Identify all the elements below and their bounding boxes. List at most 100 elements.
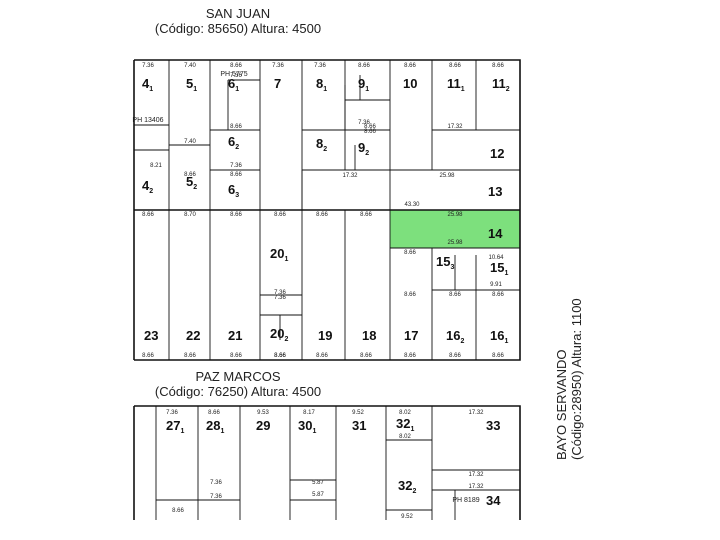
b1-parcel-8-2[interactable]: 82 <box>316 136 327 153</box>
street-code-bayo-servando: (Código:28950) Altura: 1100 <box>569 298 584 460</box>
b2-dimension-label: 7.36 <box>210 494 222 500</box>
b2-parcel-31[interactable]: 31 <box>352 418 366 433</box>
b1-parcel-18[interactable]: 18 <box>362 328 376 343</box>
b2-dimension-label: 7.36 <box>166 410 178 416</box>
b1-dimension-label: 25.98 <box>447 240 463 246</box>
b1-parcel-12[interactable]: 12 <box>490 146 504 161</box>
b2-parcel-32-1[interactable]: 321 <box>396 416 414 433</box>
b2-dimension-label: 5.87 <box>312 480 324 486</box>
b1-dimension-label: 8.66 <box>492 63 504 69</box>
b1-dimension-label: 8.66 <box>230 172 242 178</box>
b2-dimension-label: 5.87 <box>312 492 324 498</box>
b1-parcel-15-3[interactable]: 153 <box>436 254 454 271</box>
b1-dimension-label: 8.66 <box>364 124 376 130</box>
b1-dimension-label: 8.66 <box>274 353 286 359</box>
b1-parcel-15-1[interactable]: 151 <box>490 260 508 277</box>
b1-dimension-label: 8.21 <box>150 163 162 169</box>
b1-dimension-label: 17.32 <box>447 124 463 130</box>
b1-dimension-label: 7.40 <box>184 139 196 145</box>
b1-dimension-label: 8.66 <box>360 212 372 218</box>
b1-dimension-label: 8.66 <box>230 212 242 218</box>
b1-parcel-11-1[interactable]: 111 <box>447 76 465 93</box>
b1-dimension-label: 8.66 <box>230 124 242 130</box>
b2-parcel-30-1[interactable]: 301 <box>298 418 316 435</box>
b1-parcel-13[interactable]: 13 <box>488 184 502 199</box>
b1-parcel-20-1[interactable]: 201 <box>270 246 288 263</box>
b1-parcel-22[interactable]: 22 <box>186 328 200 343</box>
b1-dimension-label: 25.98 <box>439 173 455 179</box>
b1-dimension-label: 8.66 <box>230 63 242 69</box>
b1-parcel-19[interactable]: 19 <box>318 328 332 343</box>
b1-dimension-label: 8.66 <box>449 292 461 298</box>
b2-dimension-label: 8.02 <box>399 434 411 440</box>
b1-parcel-9-1[interactable]: 91 <box>358 76 369 93</box>
b1-dimension-label: 8.66 <box>404 250 416 256</box>
b1-dimension-label: 7.36 <box>358 120 370 126</box>
b1-parcel-20-2[interactable]: 202 <box>270 326 288 343</box>
b2-parcel-28-1[interactable]: 281 <box>206 418 224 435</box>
b2-dimension-label: 8.02 <box>399 410 411 416</box>
b2-parcel-33[interactable]: 33 <box>486 418 500 433</box>
b1-parcel-16-2[interactable]: 162 <box>446 328 464 345</box>
b2-dimension-label: 7.36 <box>210 480 222 486</box>
b1-dimension-label: 8.66 <box>274 353 286 359</box>
b1-parcel-5-2[interactable]: 52 <box>186 174 197 191</box>
b1-dimension-label: 8.66 <box>230 353 242 359</box>
b1-parcel-23[interactable]: 23 <box>144 328 158 343</box>
b1-dimension-label: 8.66 <box>364 129 376 135</box>
street-name-bayo-servando: BAYO SERVANDO <box>554 349 569 460</box>
ph-label: PH 13406 <box>132 117 163 124</box>
b2-dimension-label: 17.32 <box>468 484 484 490</box>
b1-parcel-6-3[interactable]: 63 <box>228 182 239 199</box>
b2-parcel-29[interactable]: 29 <box>256 418 270 433</box>
b1-dimension-label: 8.66 <box>404 63 416 69</box>
b1-dimension-label: 7.36 <box>314 63 326 69</box>
b1-dimension-label: 8.66 <box>404 292 416 298</box>
b2-dimension-label: 9.52 <box>352 410 364 416</box>
b1-parcel-7[interactable]: 7 <box>274 76 281 91</box>
b1-parcel-6-1[interactable]: 61 <box>228 76 239 93</box>
b1-dimension-label: 43.30 <box>404 202 420 208</box>
b1-parcel-5-1[interactable]: 51 <box>186 76 197 93</box>
b1-parcel-4-2[interactable]: 42 <box>142 178 153 195</box>
b1-parcel-4-1[interactable]: 41 <box>142 76 153 93</box>
b2-dimension-label: 9.52 <box>401 514 413 520</box>
b1-dimension-label: 8.70 <box>184 212 196 218</box>
b1-dimension-label: 7.36 <box>230 163 242 169</box>
b1-parcel-14[interactable]: 14 <box>488 226 503 241</box>
b1-dimension-label: 8.66 <box>142 212 154 218</box>
b1-dimension-label: 8.66 <box>449 353 461 359</box>
b1-dimension-label: 7.36 <box>142 63 154 69</box>
b1-parcel-21[interactable]: 21 <box>228 328 242 343</box>
b1-dimension-label: 8.66 <box>142 353 154 359</box>
b1-parcel-17[interactable]: 17 <box>404 328 418 343</box>
b1-dimension-label: 8.66 <box>274 212 286 218</box>
highlighted-parcel-14[interactable] <box>390 210 520 248</box>
b2-dimension-label: 8.17 <box>303 410 315 416</box>
b1-dimension-label: 8.66 <box>360 353 372 359</box>
b2-parcel-34[interactable]: 34 <box>486 493 501 508</box>
street-code-san-juan: (Código: 85650) Altura: 4500 <box>155 21 321 36</box>
b1-dimension-label: 9.91 <box>490 282 502 288</box>
b1-dimension-label: 8.66 <box>404 353 416 359</box>
street-code-paz-marcos: (Código: 76250) Altura: 4500 <box>155 384 321 399</box>
b1-dimension-label: 7.36 <box>274 295 286 301</box>
b1-parcel-6-2[interactable]: 62 <box>228 134 239 151</box>
b2-parcel-32-2[interactable]: 322 <box>398 478 416 495</box>
ph-label: PH 8189 <box>452 497 479 504</box>
street-name-paz-marcos: PAZ MARCOS <box>196 369 281 384</box>
b1-parcel-16-1[interactable]: 161 <box>490 328 508 345</box>
b1-parcel-9-2[interactable]: 92 <box>358 140 369 157</box>
b1-parcel-11-2[interactable]: 112 <box>492 76 510 93</box>
b1-dimension-label: 8.66 <box>492 292 504 298</box>
b1-dimension-label: 8.66 <box>184 172 196 178</box>
b1-dimension-label: 8.66 <box>316 212 328 218</box>
b1-dimension-label: 7.36 <box>272 63 284 69</box>
b2-parcel-27-1[interactable]: 271 <box>166 418 184 435</box>
b1-parcel-10[interactable]: 10 <box>403 76 417 91</box>
b1-dimension-label: 7.36 <box>274 290 286 296</box>
b1-parcel-8-1[interactable]: 81 <box>316 76 327 93</box>
b1-dimension-label: 7.36 <box>230 73 242 79</box>
b2-dimension-label: 9.53 <box>257 410 269 416</box>
